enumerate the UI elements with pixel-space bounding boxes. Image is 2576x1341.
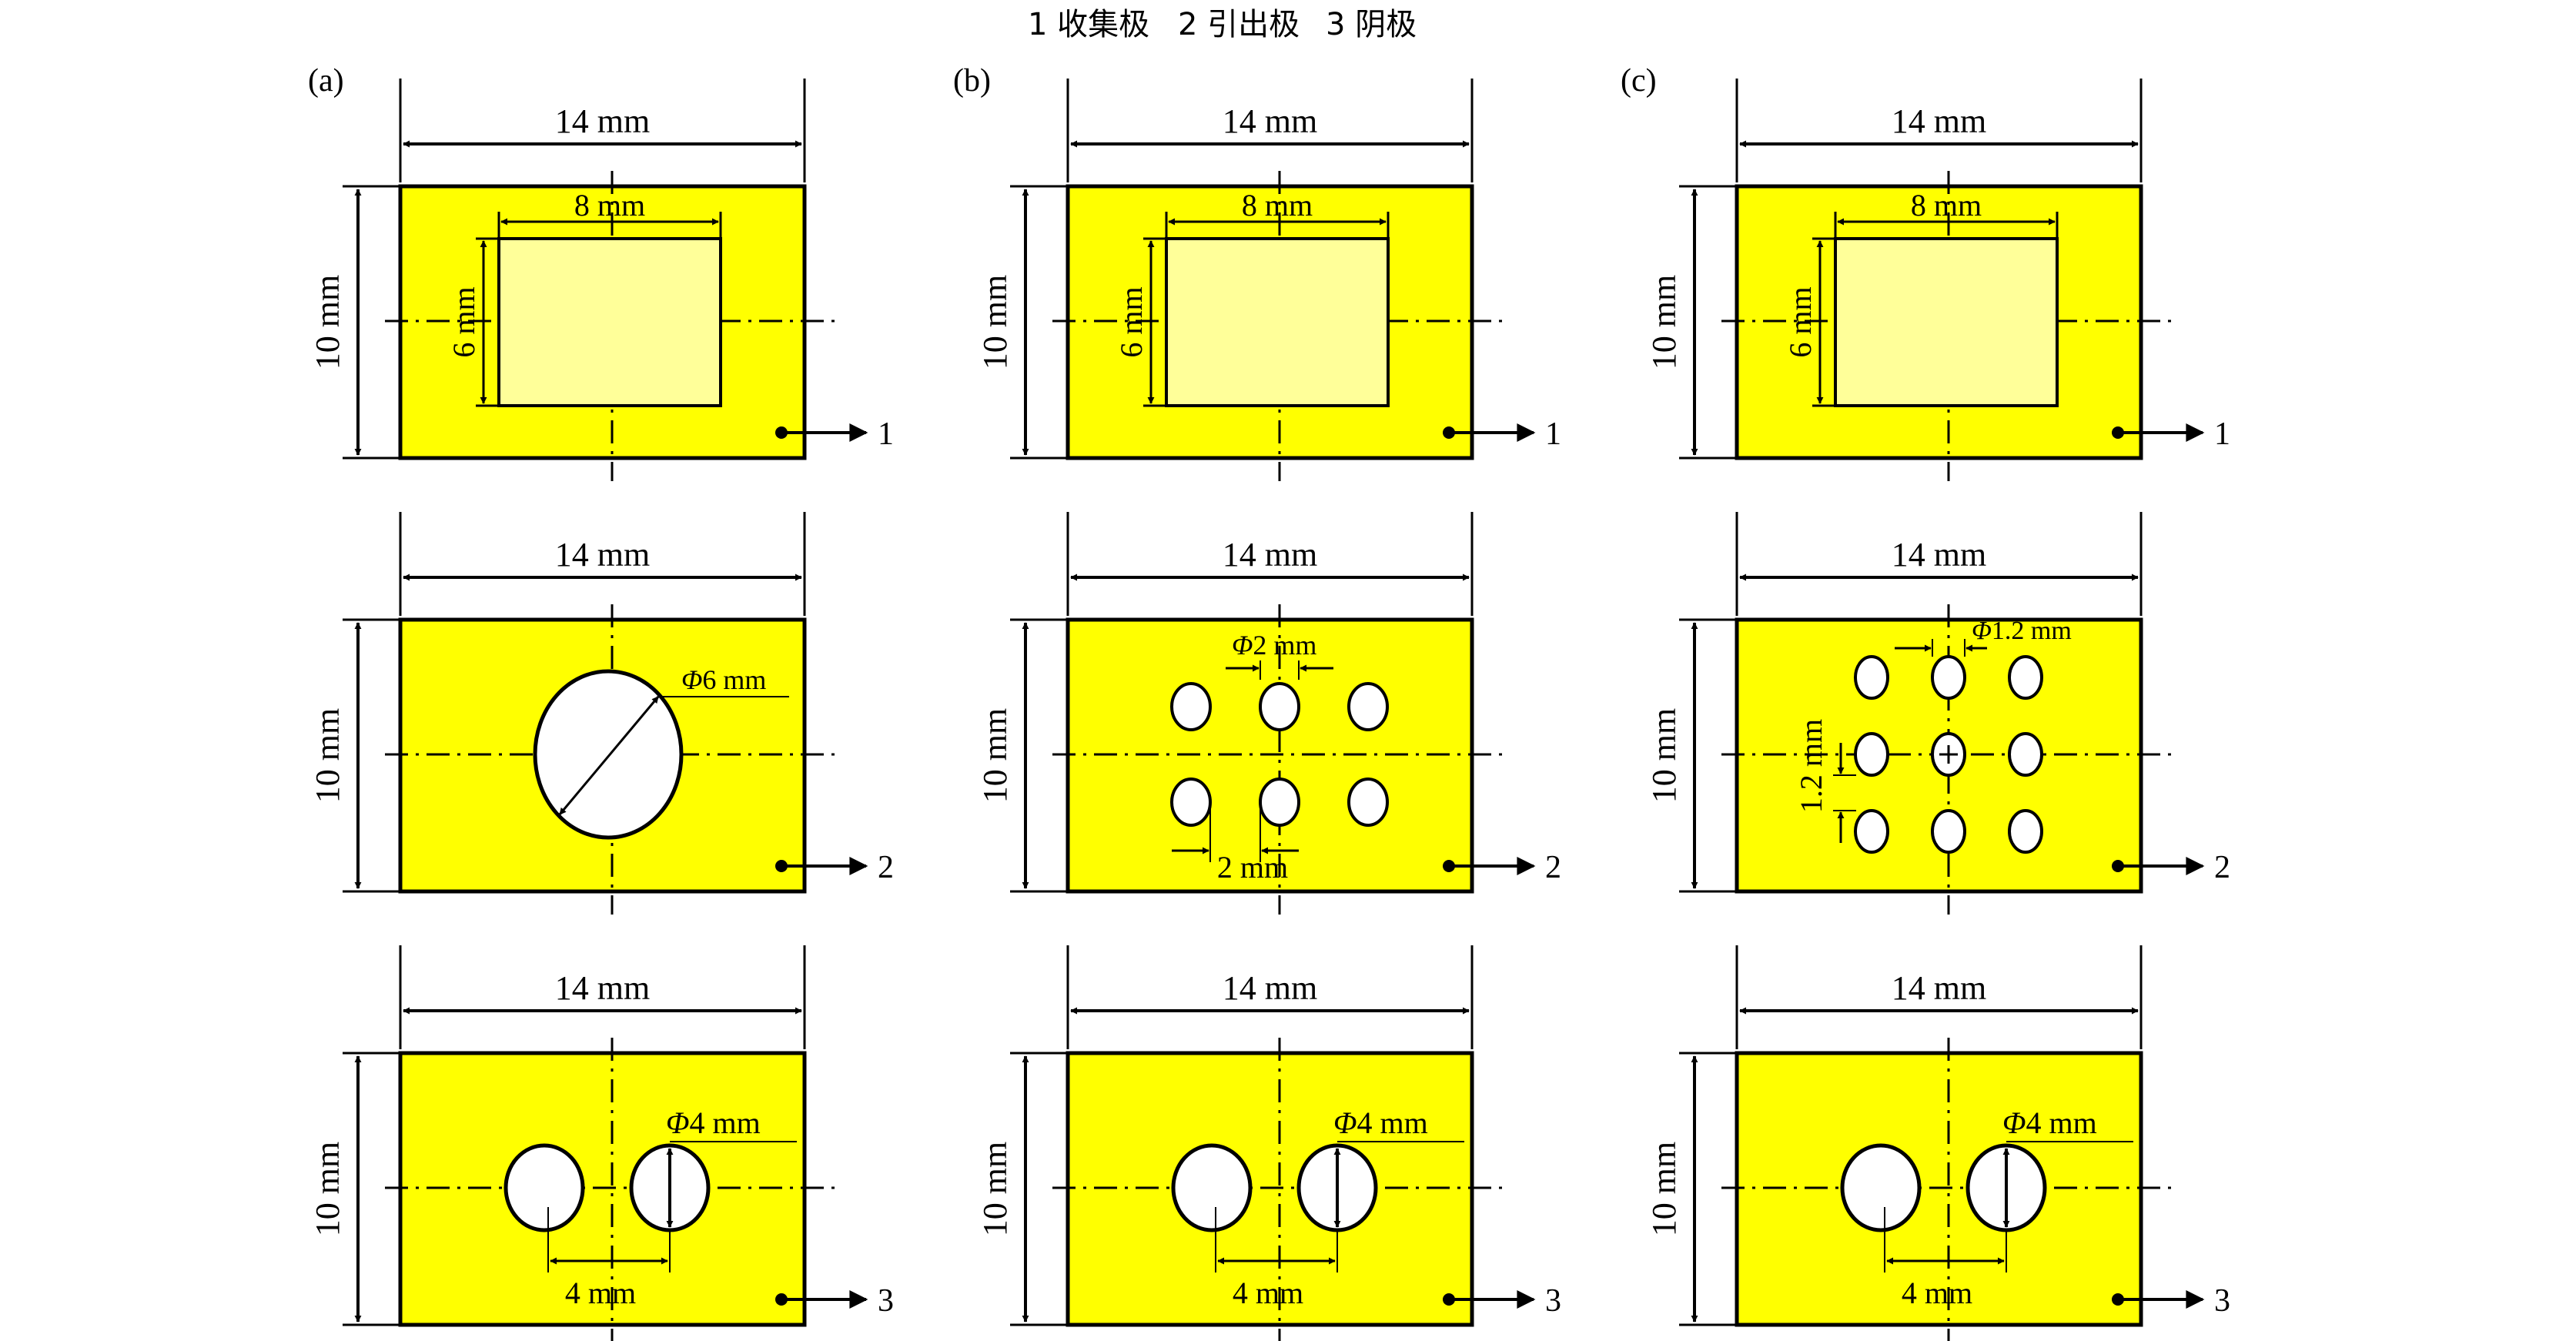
panel-label-a: (a) (308, 63, 344, 99)
hole-diameter-label: Φ6 mm (681, 664, 766, 695)
electrode-number: 1 (878, 416, 894, 452)
window-height-label: 6 mm (1114, 286, 1149, 357)
height-dim-label: 10 mm (1645, 1142, 1683, 1236)
hole-diameter-label: Φ1.2 mm (1972, 617, 2072, 645)
collector-window (497, 237, 722, 407)
electrode-number: 1 (1545, 416, 1561, 452)
height-dim-label: 10 mm (976, 708, 1014, 803)
width-dim-label: 14 mm (1892, 536, 1986, 574)
window-width-label: 8 mm (574, 188, 645, 222)
aperture-hole (1931, 809, 1966, 854)
height-dim-label: 10 mm (976, 1142, 1014, 1236)
width-dim-label: 14 mm (1892, 969, 1986, 1007)
plate-a-collector: 14 mm 10 mm 1 8 mm 6 mm (309, 79, 894, 481)
plate-c-cathode: 14 mm 10 mm 3 Φ4 mm 4 mm (1645, 945, 2230, 1341)
plate-b-extractor: 14 mm 10 mm 2 Φ2 mm 2 mm (976, 512, 1561, 915)
aperture-hole (1170, 778, 1212, 827)
width-dim-label: 14 mm (555, 536, 650, 574)
panel-label-c: (c) (1621, 63, 1657, 99)
width-dim-label: 14 mm (1223, 536, 1317, 574)
plate-b-collector: 14 mm 10 mm 1 8 mm 6 mm (976, 79, 1561, 481)
cathode-hole (503, 1143, 585, 1232)
hole-diameter-label: Φ4 mm (666, 1105, 761, 1140)
aperture-hole (1931, 655, 1966, 700)
hole-diameter-label: Φ4 mm (1333, 1105, 1428, 1140)
aperture-hole (1347, 682, 1389, 731)
legend-collector: 1 收集极 (1028, 7, 1149, 42)
width-dim-label: 14 mm (1223, 969, 1317, 1007)
panel-label-b: (b) (953, 63, 991, 99)
electrode-number: 3 (878, 1283, 894, 1319)
plate-c-collector: 14 mm 10 mm 1 8 mm 6 mm (1645, 79, 2230, 481)
pitch-dim-label: 4 mm (565, 1276, 636, 1310)
aperture-hole (1854, 809, 1889, 854)
aperture-hole (1170, 682, 1212, 731)
hole-diameter-label: Φ4 mm (2002, 1105, 2097, 1140)
hole-diameter-label: Φ2 mm (1232, 630, 1316, 660)
legend-extractor: 2 引出极 (1178, 7, 1300, 42)
window-width-label: 8 mm (1242, 188, 1313, 222)
width-dim-label: 14 mm (1223, 102, 1317, 140)
aperture-hole (2008, 809, 2043, 854)
aperture-hole (1259, 682, 1300, 731)
width-dim-label: 14 mm (1892, 102, 1986, 140)
aperture-hole (1854, 655, 1889, 700)
collector-window (1165, 237, 1390, 407)
height-dim-label: 10 mm (309, 1142, 346, 1236)
gap-dim-label: 2 mm (1217, 850, 1288, 885)
width-dim-label: 14 mm (555, 102, 650, 140)
plate-a-cathode: 14 mm 10 mm 3 Φ4 mm 4 mm (309, 945, 894, 1341)
plate-a-extractor: 14 mm 10 mm 2 Φ6 mm (309, 512, 894, 915)
pitch-dim-label: 4 mm (1902, 1276, 1972, 1310)
height-dim-label: 10 mm (1645, 708, 1683, 803)
electrode-number: 2 (2214, 850, 2230, 885)
width-dim-label: 14 mm (555, 969, 650, 1007)
height-dim-label: 10 mm (309, 708, 346, 803)
electrode-number: 1 (2214, 416, 2230, 452)
height-dim-label: 10 mm (309, 275, 346, 370)
legend-cathode: 3 阴极 (1326, 7, 1417, 42)
height-dim-label: 10 mm (976, 275, 1014, 370)
collector-window (1834, 237, 2059, 407)
cathode-hole (1171, 1143, 1253, 1232)
height-dim-label: 10 mm (1645, 275, 1683, 370)
window-width-label: 8 mm (1911, 188, 1982, 222)
aperture-hole (1854, 732, 1889, 777)
aperture-hole (2008, 655, 2043, 700)
window-height-label: 6 mm (447, 286, 481, 357)
plate-c-extractor: 14 mm 10 mm 2 Φ1.2 mm 1.2 mm (1645, 512, 2230, 915)
cathode-hole (1840, 1143, 1922, 1232)
electrode-number: 3 (1545, 1283, 1561, 1319)
electrode-number: 3 (2214, 1283, 2230, 1319)
aperture-hole (1347, 778, 1389, 827)
pitch-dim-label: 4 mm (1233, 1276, 1303, 1310)
aperture-hole (2008, 732, 2043, 777)
pitch-dim-label: 1.2 mm (1794, 719, 1828, 813)
electrode-number: 2 (1545, 850, 1561, 885)
hole-diameter-arrow (558, 696, 660, 815)
aperture-hole (1259, 778, 1300, 827)
window-height-label: 6 mm (1783, 286, 1818, 357)
plate-b-cathode: 14 mm 10 mm 3 Φ4 mm 4 mm (976, 945, 1561, 1341)
electrode-number: 2 (878, 850, 894, 885)
